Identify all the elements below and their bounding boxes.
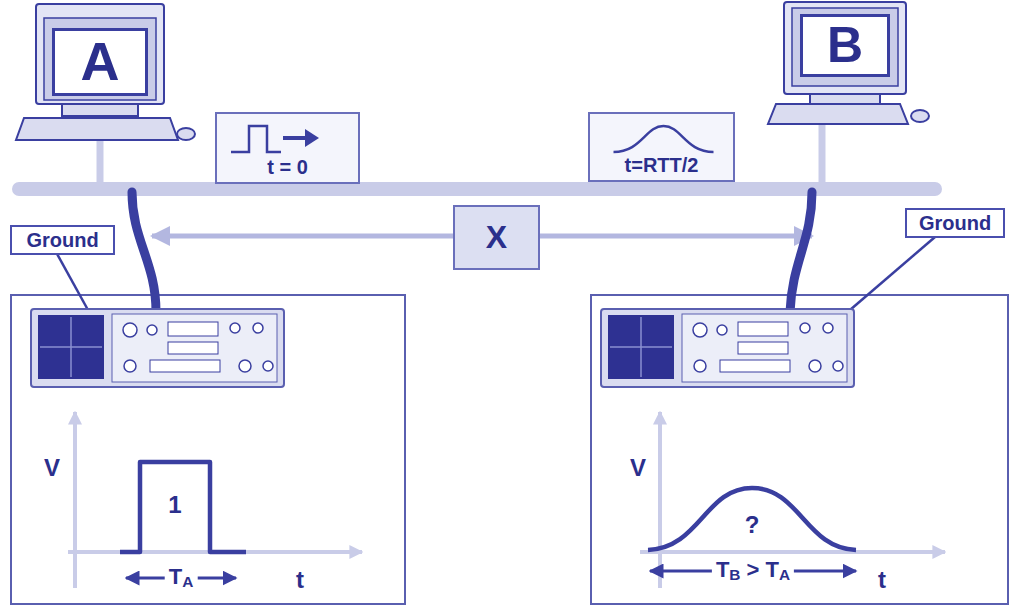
monitor-bezel — [44, 18, 156, 100]
distance-box: X — [453, 205, 540, 270]
arrow-head — [305, 129, 319, 147]
pulse-width: TA — [165, 565, 198, 592]
t-axis — [640, 550, 945, 554]
ground-lead — [850, 237, 935, 310]
axis-label: V — [630, 455, 646, 481]
ground-lead — [56, 252, 88, 310]
oscilloscope — [31, 309, 284, 387]
unknown-value: ? — [745, 512, 760, 538]
pulse-icon — [217, 114, 362, 158]
network-bus — [12, 182, 942, 196]
probe-cable — [790, 192, 812, 312]
screen-label: B — [800, 14, 890, 77]
monitor — [784, 2, 906, 94]
axis-label: t — [296, 567, 304, 593]
distorted-pulse — [648, 488, 856, 550]
v-axis — [658, 412, 662, 588]
node-text: t=RTT/2 — [625, 154, 699, 176]
snapshot-box: t = 0 — [215, 112, 360, 184]
monitor — [36, 4, 164, 104]
axis-label: t — [878, 567, 886, 593]
v-axis — [73, 412, 77, 588]
drop-cable — [819, 124, 826, 186]
node-text: X — [486, 220, 507, 255]
monitor-bezel — [792, 8, 898, 86]
node-text: Ground — [26, 229, 98, 251]
mouse — [911, 110, 929, 122]
keyboard — [16, 118, 178, 140]
snapshot-box: t=RTT/2 — [588, 112, 735, 182]
monitor-base — [62, 104, 138, 116]
bell-icon — [590, 114, 737, 158]
bit-value: 1 — [168, 492, 181, 518]
scope-panel-frame — [591, 295, 1008, 604]
ground-tag: Ground — [905, 208, 1005, 238]
keyboard — [768, 104, 908, 124]
pulse-shape — [231, 126, 281, 152]
axis-label: V — [44, 455, 60, 481]
direction-arrow — [283, 136, 307, 140]
node-text: Ground — [919, 212, 991, 234]
scope-panel-frame — [11, 295, 405, 604]
node-text: A — [81, 32, 120, 91]
square-pulse — [120, 462, 246, 552]
pulse-width: TB > TA — [712, 558, 794, 585]
probe-cable — [132, 192, 156, 312]
screen-label: A — [52, 28, 148, 96]
computer-a — [16, 4, 195, 186]
monitor-base — [810, 94, 880, 104]
mouse — [177, 128, 195, 140]
node-text: B — [827, 18, 863, 73]
drop-cable — [97, 140, 104, 186]
ground-tag: Ground — [10, 225, 115, 255]
oscilloscope — [601, 309, 854, 387]
node-text: t = 0 — [267, 156, 308, 178]
bell-shape — [614, 126, 714, 152]
computer-b — [768, 2, 929, 186]
